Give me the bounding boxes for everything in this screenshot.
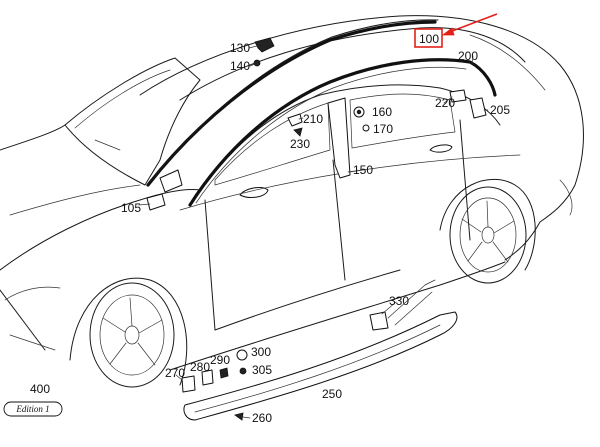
callout-150: 150 <box>353 163 373 177</box>
screw-170 <box>362 124 370 132</box>
roof-trim-strip <box>146 19 439 187</box>
callout-250: 250 <box>322 387 342 401</box>
edition-badge: Edition 1 <box>3 401 63 417</box>
callout-210: 210 <box>303 112 323 126</box>
callout-105: 105 <box>121 201 141 215</box>
clip-280 <box>201 369 214 386</box>
callout-300: 300 <box>251 345 271 359</box>
callout-305: 305 <box>252 363 272 377</box>
edition-badge-text: Edition 1 <box>15 404 49 414</box>
callout-205: 205 <box>490 103 510 117</box>
callout-160: 160 <box>372 105 392 119</box>
b-pillar-trim <box>327 97 351 179</box>
nut-300 <box>236 349 248 361</box>
callout-200: 200 <box>458 49 478 63</box>
grommet-160-core <box>356 109 362 115</box>
car-body <box>0 15 584 371</box>
washer-305 <box>239 367 247 375</box>
rear-wheel <box>439 178 536 284</box>
callout-400: 400 <box>30 382 50 396</box>
leader-lines <box>138 45 489 419</box>
callout-230: 230 <box>290 137 310 151</box>
clip-290 <box>219 367 229 379</box>
callout-290: 290 <box>210 353 230 367</box>
trim-end-cap <box>146 193 166 211</box>
bracket-220 <box>449 89 467 103</box>
side-sill-panel <box>183 311 458 421</box>
callout-140: 140 <box>230 59 250 73</box>
rear-end-cap <box>469 97 487 119</box>
end-cap-260 <box>234 412 244 421</box>
callout-100: 100 <box>419 32 439 46</box>
clip-230 <box>293 127 303 137</box>
front-wheel <box>69 277 188 388</box>
callout-220: 220 <box>435 96 455 110</box>
callout-130: 130 <box>230 41 250 55</box>
sill-bracket-330 <box>369 311 389 331</box>
highlight-arrow <box>441 13 498 36</box>
window-frame-trim <box>188 58 497 207</box>
clip-130 <box>254 37 275 53</box>
callout-280: 280 <box>190 360 210 374</box>
clip-140 <box>253 59 261 67</box>
callout-270: 270 <box>165 366 185 380</box>
cap-270 <box>181 375 196 393</box>
callout-330: 330 <box>389 294 409 308</box>
callout-100-box <box>414 28 443 48</box>
callout-170: 170 <box>373 122 393 136</box>
clip-210 <box>287 113 303 127</box>
callout-260: 260 <box>252 411 272 425</box>
